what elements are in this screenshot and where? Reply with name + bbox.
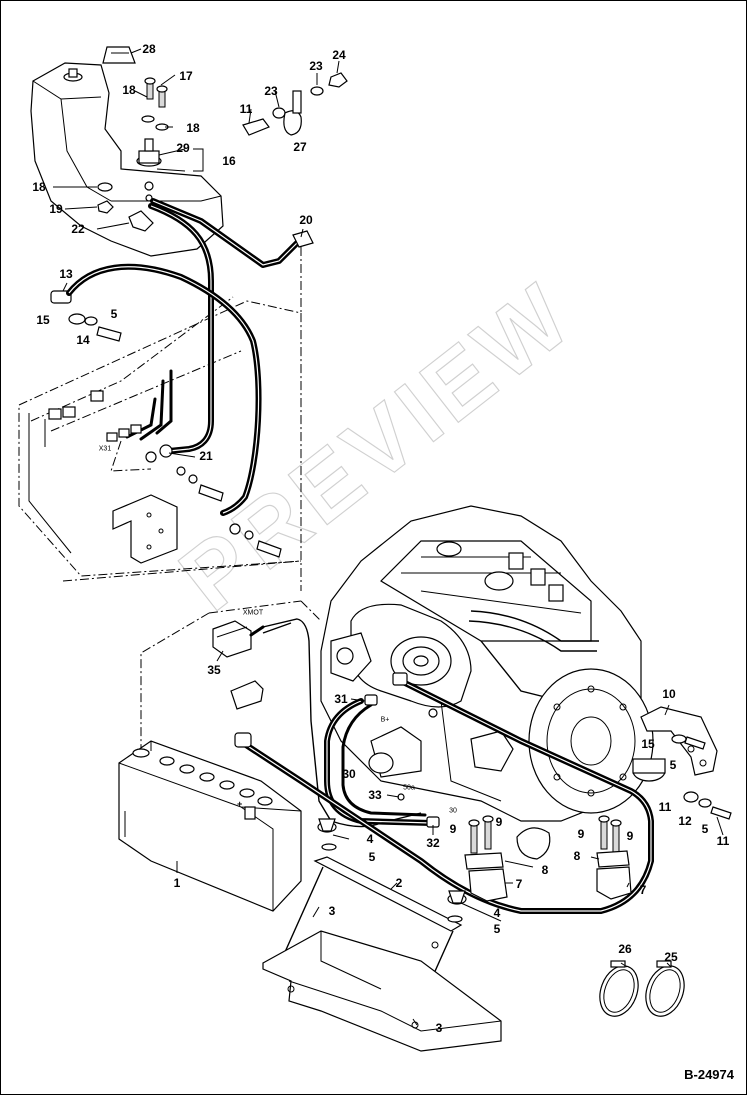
part-label-10: 10	[662, 687, 676, 701]
leader-dash-lines	[140, 247, 322, 761]
part-label-7: 7	[515, 877, 523, 891]
part-label-5: 5	[110, 307, 118, 321]
part-label-5: 5	[669, 758, 677, 772]
part-label-16: 16	[222, 154, 236, 168]
battery: +	[118, 740, 302, 912]
part-label-30: 30	[342, 767, 356, 781]
part-label-28: 28	[142, 42, 156, 56]
fastener-parts-left	[50, 182, 154, 342]
part-label-3: 3	[435, 1021, 443, 1035]
part-label-15: 15	[36, 313, 50, 327]
part-label-8: 8	[573, 849, 581, 863]
part-label-11: 11	[239, 102, 253, 116]
part-label-20: 20	[299, 213, 313, 227]
part-label-32: 32	[426, 836, 440, 850]
part-label-31: 31	[334, 692, 348, 706]
connector-tag-xmot: XMOT	[242, 609, 264, 617]
part-label-13: 13	[59, 267, 73, 281]
part-label-17: 17	[179, 69, 193, 83]
part-label-21: 21	[199, 449, 213, 463]
part-label-4: 4	[366, 832, 374, 846]
connector-tag-x31: X31	[98, 445, 112, 453]
part-label-4: 4	[493, 906, 501, 920]
part-label-7: 7	[639, 883, 647, 897]
main-battery-cable	[234, 672, 654, 914]
part-label-5: 5	[368, 850, 376, 864]
mounting-bracket-plate	[112, 494, 178, 564]
part-label-8: 8	[541, 863, 549, 877]
battery-hold-down	[262, 818, 502, 1052]
part-label-1: 1	[173, 876, 181, 890]
starter-cables	[324, 694, 440, 828]
part-label-19: 19	[49, 202, 63, 216]
engine-connector-35	[212, 618, 422, 828]
engine-mounts	[464, 815, 632, 902]
part-label-18: 18	[32, 180, 46, 194]
panel-connectors	[48, 369, 282, 558]
column-cover-housing	[30, 46, 224, 257]
drawing-number: B-24974	[684, 1067, 734, 1082]
terminal-tag-30: 30	[449, 807, 457, 815]
upper-cable-runs	[66, 198, 314, 516]
part-label-9: 9	[577, 827, 585, 841]
hose-clamps	[599, 960, 685, 1017]
part-label-22: 22	[71, 222, 85, 236]
ignition-switch-group	[136, 77, 169, 202]
part-label-12: 12	[678, 814, 692, 828]
part-label-5: 5	[493, 922, 501, 936]
part-label-5: 5	[701, 822, 709, 836]
part-label-35: 35	[207, 663, 221, 677]
part-label-9: 9	[449, 822, 457, 836]
part-label-24: 24	[332, 48, 346, 62]
part-label-25: 25	[664, 950, 678, 964]
part-label-11: 11	[658, 800, 672, 814]
svg-text:+: +	[237, 799, 242, 809]
label-leader-lines	[53, 48, 724, 1026]
terminal-tag-b-plus: B+	[380, 716, 390, 724]
cable-clamp-group	[242, 72, 348, 136]
part-label-15: 15	[641, 737, 655, 751]
right-mount-brackets	[632, 706, 732, 820]
part-label-27: 27	[293, 140, 307, 154]
part-label-23: 23	[264, 84, 278, 98]
part-label-26: 26	[618, 942, 632, 956]
part-label-9: 9	[626, 829, 634, 843]
part-label-33: 33	[368, 788, 382, 802]
part-label-23: 23	[309, 59, 323, 73]
engine-assembly	[320, 505, 654, 860]
terminal-tag-50a: 50a	[403, 784, 415, 792]
part-label-3: 3	[328, 904, 336, 918]
part-label-2: 2	[395, 876, 403, 890]
part-label-18: 18	[122, 83, 136, 97]
part-label-11: 11	[716, 834, 730, 848]
part-label-14: 14	[76, 333, 90, 347]
part-label-29: 29	[176, 141, 190, 155]
part-label-18: 18	[186, 121, 200, 135]
part-label-9: 9	[495, 815, 503, 829]
